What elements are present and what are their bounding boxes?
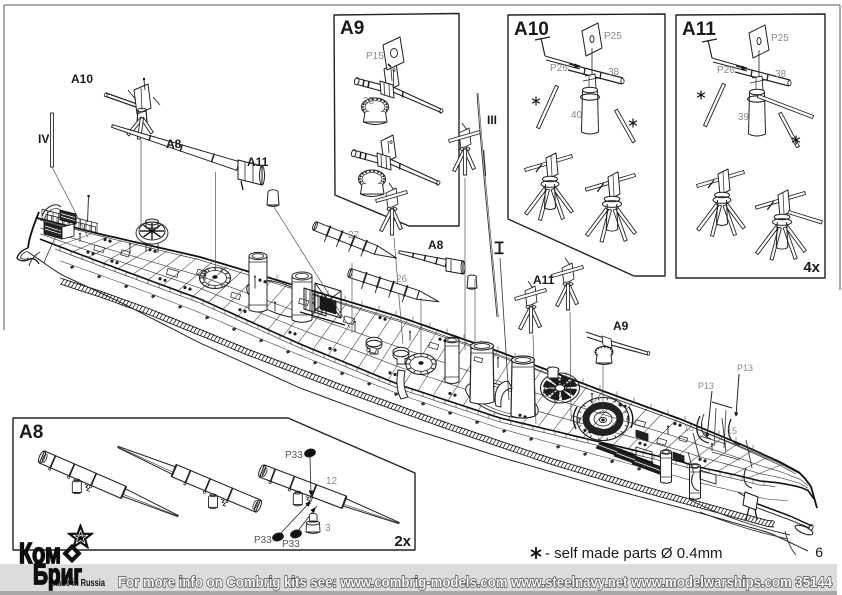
svg-text:A9: A9: [340, 18, 364, 39]
svg-text:15: 15: [727, 426, 737, 436]
svg-text:A10: A10: [71, 72, 93, 86]
svg-text:38: 38: [775, 69, 787, 80]
svg-text:Бриг: Бриг: [33, 559, 82, 591]
svg-text:A11: A11: [533, 273, 555, 287]
svg-text:P25: P25: [604, 31, 622, 42]
svg-text:For more info on Combrig kits: For more info on Combrig kits see: www.c…: [118, 575, 832, 591]
svg-text:6: 6: [815, 544, 823, 560]
svg-text:III: III: [487, 113, 497, 127]
svg-text:P25: P25: [771, 33, 789, 44]
svg-text:Made in Russia: Made in Russia: [51, 578, 105, 589]
svg-text:IV: IV: [38, 132, 49, 146]
svg-text:A8: A8: [19, 422, 43, 443]
svg-text:P33: P33: [254, 535, 272, 546]
svg-text:39: 39: [738, 112, 750, 123]
svg-text:A10: A10: [514, 19, 549, 40]
svg-text:A9: A9: [613, 319, 629, 333]
svg-text:3: 3: [325, 523, 331, 534]
svg-text:P33: P33: [282, 539, 300, 550]
svg-text:A8: A8: [166, 137, 182, 151]
svg-text:27: 27: [348, 230, 360, 241]
svg-text:P33: P33: [285, 450, 303, 461]
svg-text:Ком: Ком: [19, 538, 61, 570]
svg-text:40: 40: [571, 110, 583, 121]
svg-text:2x: 2x: [394, 533, 411, 550]
svg-text:- self made parts Ø 0.4mm: - self made parts Ø 0.4mm: [545, 545, 723, 562]
svg-text:P13: P13: [737, 363, 753, 373]
svg-text:A11: A11: [682, 19, 716, 40]
svg-text:A8: A8: [428, 238, 444, 252]
svg-text:38: 38: [608, 67, 620, 78]
svg-text:26: 26: [396, 274, 408, 285]
svg-text:4x: 4x: [803, 259, 820, 276]
svg-text:12: 12: [326, 476, 338, 487]
svg-text:P26: P26: [550, 63, 568, 74]
svg-text:A11: A11: [247, 155, 269, 169]
svg-text:P26: P26: [717, 65, 735, 76]
svg-text:25: 25: [363, 96, 375, 107]
svg-text:P15: P15: [366, 51, 384, 62]
svg-text:15: 15: [684, 423, 694, 433]
svg-text:P13: P13: [698, 381, 714, 391]
